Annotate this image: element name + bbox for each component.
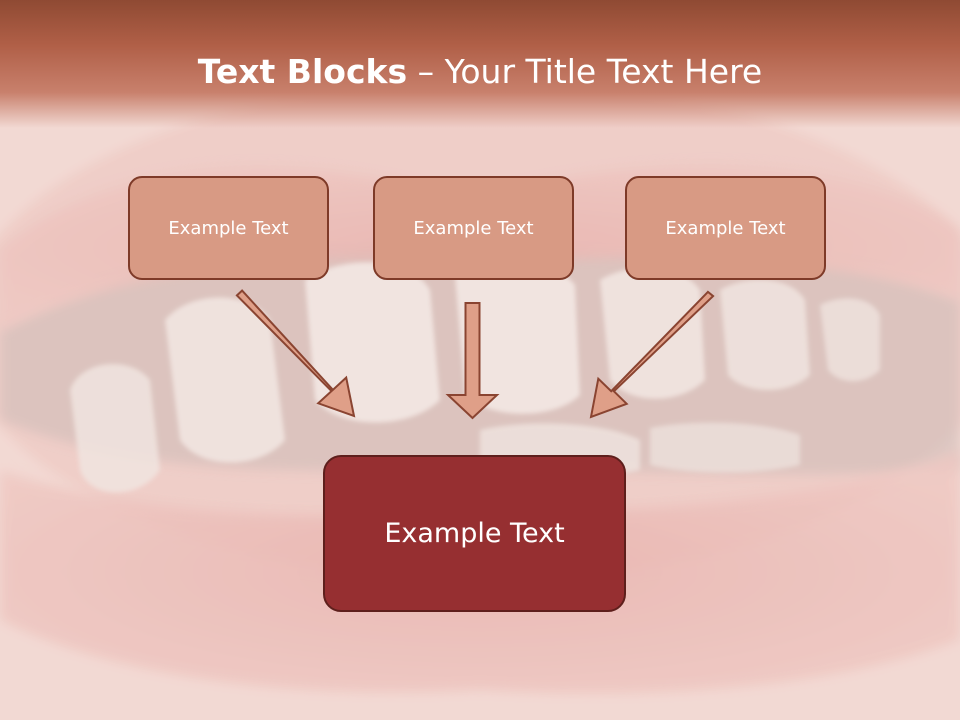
title-rest: Your Title Text Here bbox=[444, 52, 763, 91]
title-bold: Text Blocks bbox=[197, 52, 408, 91]
text-block-1[interactable]: Example Text bbox=[128, 176, 329, 280]
title-separator: – bbox=[407, 52, 445, 91]
arrow-left bbox=[235, 289, 356, 418]
text-block-2[interactable]: Example Text bbox=[373, 176, 574, 280]
arrow-center bbox=[445, 302, 500, 420]
arrow-right bbox=[589, 290, 715, 419]
title-bar bbox=[0, 0, 960, 128]
slide-title: Text Blocks – Your Title Text Here bbox=[0, 52, 960, 91]
text-block-3[interactable]: Example Text bbox=[625, 176, 826, 280]
text-block-main[interactable]: Example Text bbox=[323, 455, 626, 612]
